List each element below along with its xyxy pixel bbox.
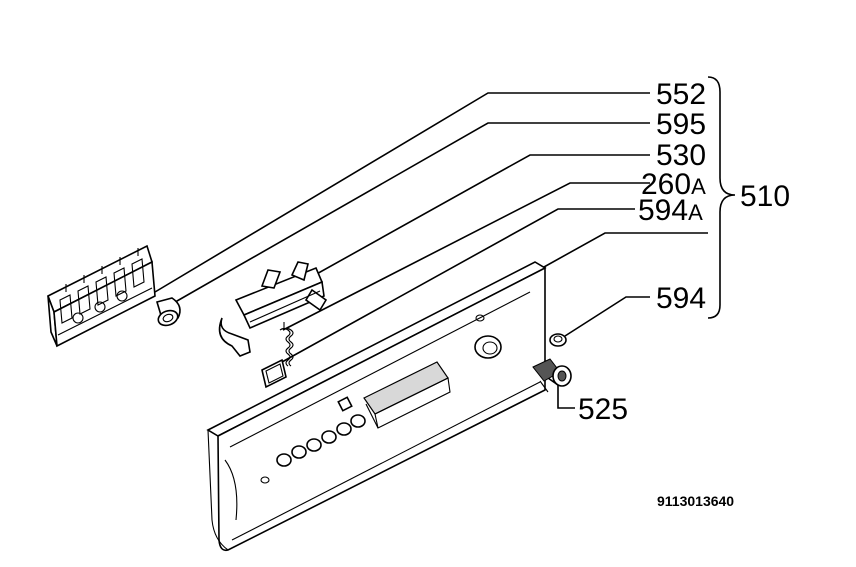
callout-525: 525: [578, 393, 628, 426]
leader-lines: [154, 92, 708, 409]
leader-530: [269, 154, 650, 301]
part-594-cap: [549, 333, 567, 347]
callout-260a: 260A: [641, 168, 706, 201]
leader-594: [564, 296, 650, 337]
leader-525: [547, 377, 575, 409]
leader-260a: [282, 182, 650, 331]
control-panel: [206, 261, 547, 552]
callout-595: 595: [656, 108, 706, 141]
callout-594a-number: 594: [638, 194, 688, 227]
callout-552: 552: [656, 78, 706, 111]
callout-510-group: 510: [740, 180, 790, 213]
document-number: 9113013640: [657, 493, 734, 509]
callout-594a: 594A: [638, 194, 703, 227]
leader-552: [154, 92, 650, 293]
group-brace: [707, 76, 736, 319]
callout-594: 594: [656, 282, 706, 315]
part-594a-plate: [261, 358, 287, 389]
program-buttons: [260, 414, 366, 484]
leader-panel: [534, 232, 708, 273]
callout-260a-suffix: A: [691, 174, 706, 199]
part-260a-spring: [279, 322, 294, 367]
part-595-sleeve: [155, 297, 181, 327]
part-525-knob: [532, 358, 572, 393]
callout-260a-number: 260: [641, 168, 691, 201]
leader-594a: [281, 208, 635, 363]
leader-595: [169, 122, 650, 306]
callout-530: 530: [656, 139, 706, 172]
part-552-electronic-board: [46, 244, 156, 348]
callout-594a-suffix: A: [688, 200, 703, 225]
part-530-lever: [218, 261, 328, 357]
indicator-box: [337, 396, 353, 412]
